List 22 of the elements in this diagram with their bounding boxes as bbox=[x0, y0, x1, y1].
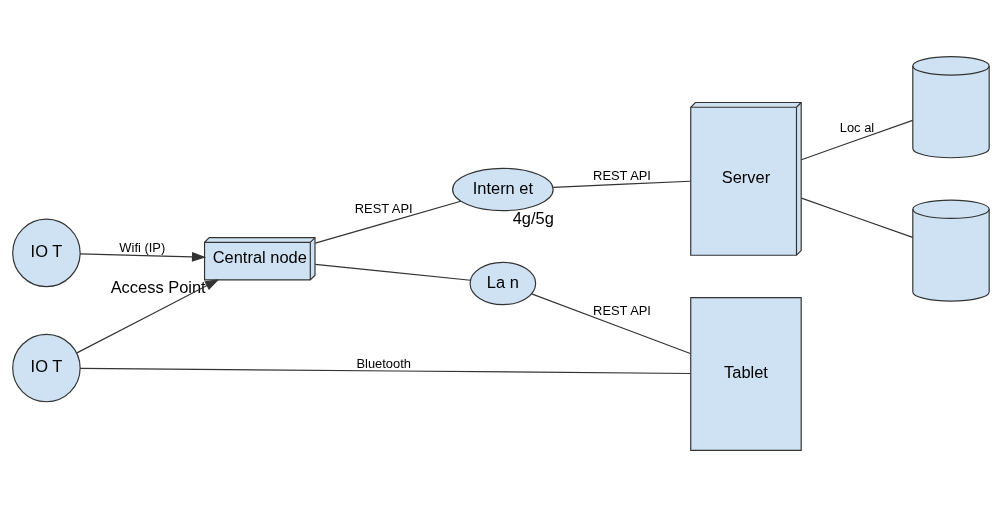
connector bbox=[552, 180, 692, 188]
edge-label: REST API bbox=[354, 200, 413, 216]
connector bbox=[314, 200, 462, 244]
connector bbox=[800, 119, 914, 160]
node-label: 4g/5g bbox=[512, 208, 554, 227]
edge-label: Bluetooth bbox=[356, 355, 412, 371]
node-ellipse: La n bbox=[469, 261, 537, 305]
node-circle: IO T bbox=[12, 218, 81, 287]
edge-label: Loc al bbox=[839, 119, 875, 135]
connector bbox=[531, 292, 691, 354]
edge-label: REST API bbox=[593, 167, 651, 183]
node-label: Access Point bbox=[110, 277, 206, 296]
node-box: Tablet bbox=[690, 296, 802, 451]
edge-label: REST API bbox=[593, 302, 651, 318]
edge-label: Wifi (IP) bbox=[119, 239, 166, 254]
connector bbox=[314, 263, 471, 281]
node-circle: IO T bbox=[12, 333, 81, 402]
connector bbox=[79, 367, 691, 374]
node-ellipse: Intern et bbox=[452, 167, 554, 211]
arrow bbox=[76, 278, 220, 353]
arrow bbox=[79, 251, 207, 262]
connector bbox=[800, 197, 914, 238]
